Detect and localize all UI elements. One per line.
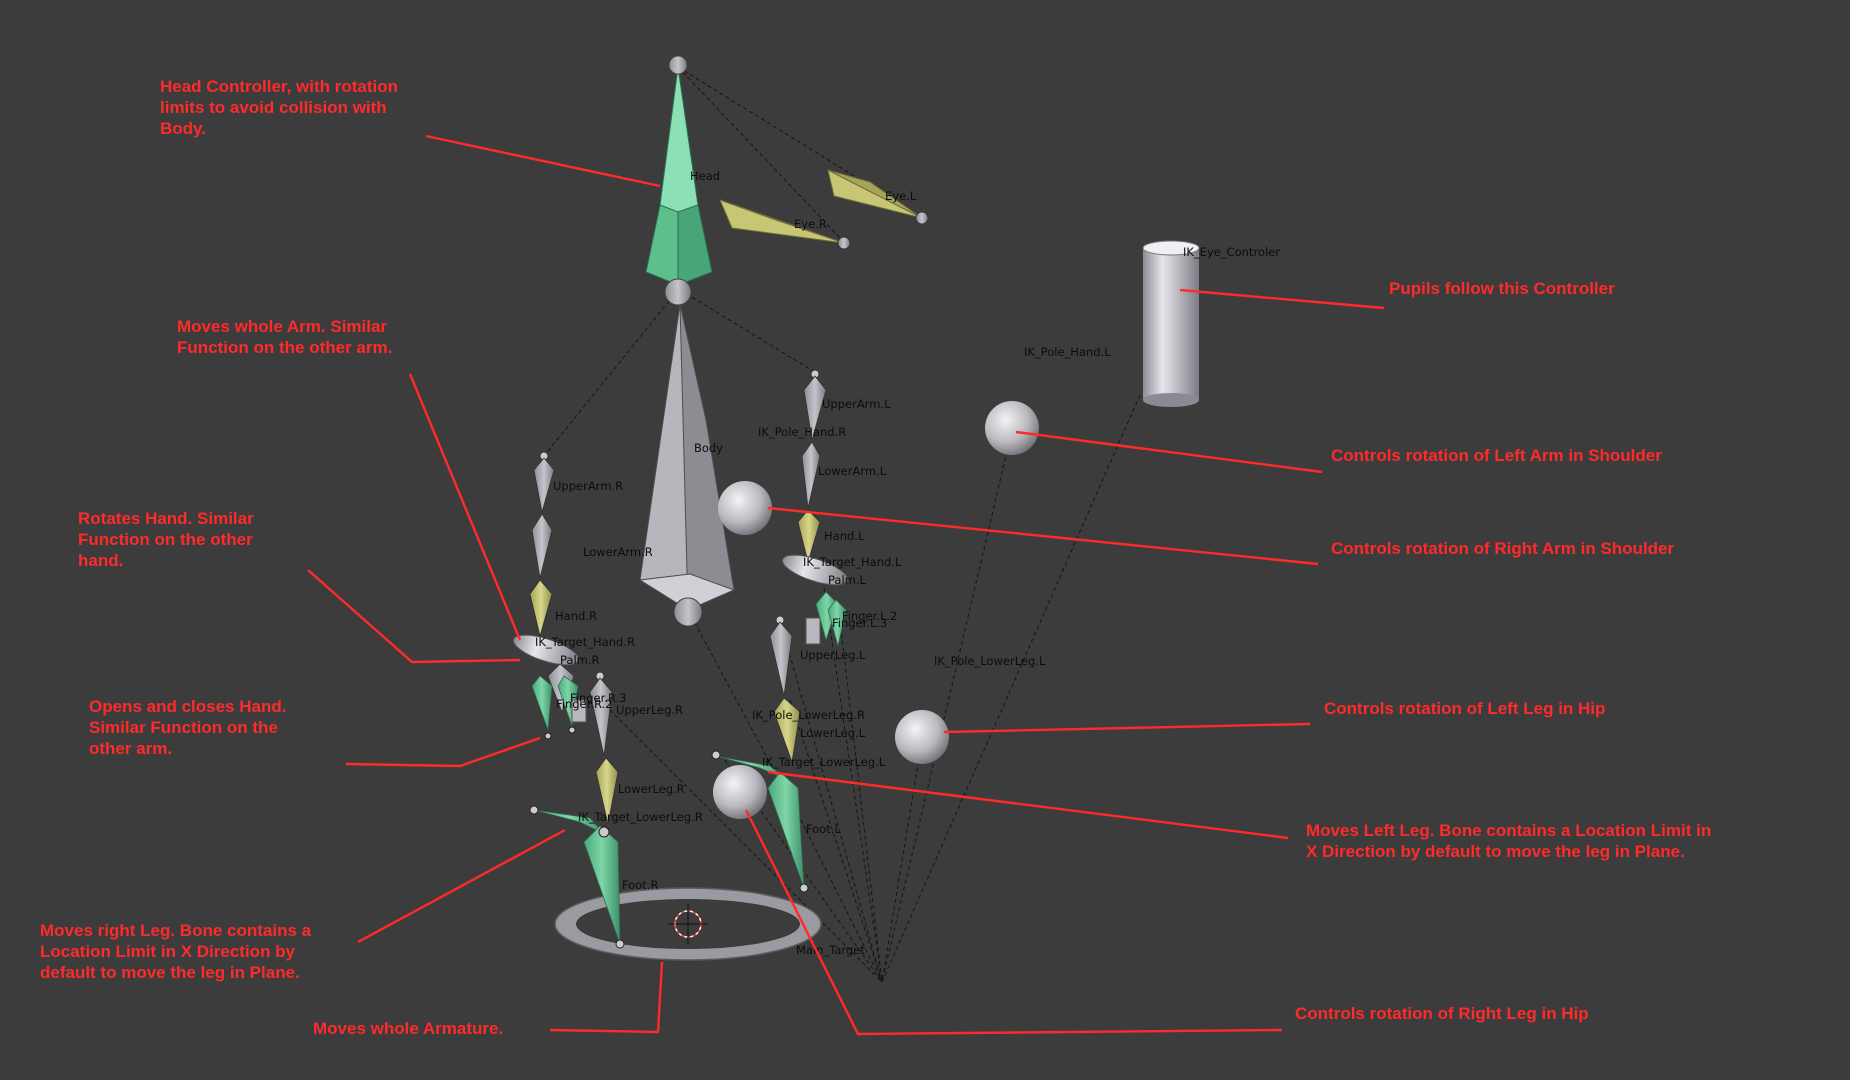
annotation-right-arm-shoulder: Controls rotation of Right Arm in Should… [1331, 539, 1675, 558]
label-eye-r: Eye.R [794, 217, 827, 231]
label-ik-target-hand-l: IK_Target_Hand.L [803, 555, 902, 569]
label-palm-r: Palm.R [560, 653, 600, 667]
label-ik-target-lowerleg-l: IK_Target_LowerLeg.L [762, 755, 886, 769]
annotation-right-leg: Moves right Leg. Bone contains a Locatio… [40, 921, 312, 982]
label-lowerarm-l: LowerArm.L [818, 464, 887, 478]
label-ik-pole-hand-r: IK_Pole_Hand.R [758, 425, 846, 439]
annotation-left-arm-shoulder: Controls rotation of Left Arm in Shoulde… [1331, 446, 1662, 465]
label-finger-l-3: Finger.L.3 [832, 616, 887, 630]
label-body: Body [694, 441, 723, 455]
label-upperleg-l: UpperLeg.L [800, 648, 866, 662]
label-head: Head [690, 169, 720, 183]
ik-pole-lowerleg-l-sphere[interactable] [895, 710, 949, 764]
label-finger-r-3: Finger.R.3 [570, 691, 627, 705]
ik-eye-controller-cylinder[interactable] [1142, 240, 1200, 407]
annotation-pupils: Pupils follow this Controller [1389, 279, 1615, 298]
body-bone[interactable] [638, 303, 736, 627]
eye-l-bone[interactable] [827, 169, 929, 225]
bone-labels: Head Eye.L Eye.R IK_Eye_Controler IK_Pol… [535, 169, 1280, 957]
label-lowerarm-r: LowerArm.R [583, 545, 653, 559]
left-leg-chain[interactable] [711, 615, 809, 893]
eye-r-bone[interactable] [719, 199, 851, 250]
3d-cursor-icon [668, 904, 708, 944]
annotation-opens-hand: Opens and closes Hand. Similar Function … [89, 697, 287, 758]
label-main-target: Main_Target [796, 943, 865, 957]
annotation-left-leg-hip: Controls rotation of Left Leg in Hip [1324, 699, 1606, 718]
label-hand-l: Hand.L [824, 529, 865, 543]
label-ik-target-lowerleg-r: IK_Target_LowerLeg.R [578, 810, 703, 824]
right-leg-chain[interactable] [529, 671, 625, 949]
ik-pole-hand-r-sphere[interactable] [718, 481, 772, 535]
label-ik-target-hand-r: IK_Target_Hand.R [535, 635, 635, 649]
left-arm-chain[interactable] [779, 369, 850, 647]
label-palm-l: Palm.L [828, 573, 867, 587]
annotation-left-leg: Moves Left Leg. Bone contains a Location… [1306, 821, 1712, 861]
ik-pole-hand-l-sphere[interactable] [985, 401, 1039, 455]
annotation-rotates-hand: Rotates Hand. Similar Function on the ot… [78, 509, 254, 570]
label-finger-r-2: Finger.R.2 [556, 697, 613, 711]
label-foot-r: Foot.R [622, 878, 658, 892]
label-lowerleg-r: LowerLeg.R [618, 782, 685, 796]
label-hand-r: Hand.R [555, 609, 597, 623]
label-upperarm-r: UpperArm.R [553, 479, 623, 493]
head-bone[interactable] [645, 55, 713, 306]
right-arm-chain[interactable] [510, 451, 587, 740]
annotation-whole-armature: Moves whole Armature. [313, 1019, 504, 1038]
annotation-whole-arm: Moves whole Arm. Similar Function on the… [177, 317, 393, 357]
label-ik-pole-lowerleg-r: IK_Pole_LowerLeg.R [752, 708, 865, 722]
annotation-head-controller: Head Controller, with rotation limits to… [160, 77, 399, 138]
label-foot-l: Foot.L [806, 822, 841, 836]
label-ik-pole-hand-l: IK_Pole_Hand.L [1024, 345, 1111, 359]
label-lowerleg-l: LowerLeg.L [800, 726, 866, 740]
label-finger-l-2: Finger.L.2 [842, 609, 897, 623]
ik-pole-lowerleg-r-sphere[interactable] [713, 765, 767, 819]
annotation-leaders [307, 134, 1385, 1036]
label-upperleg-r: UpperLeg.R [616, 703, 683, 717]
annotation-right-leg-hip: Controls rotation of Right Leg in Hip [1295, 1004, 1589, 1023]
label-upperarm-l: UpperArm.L [822, 397, 891, 411]
label-ik-pole-lowerleg-l: IK_Pole_LowerLeg.L [934, 654, 1046, 668]
label-eye-l: Eye.L [885, 189, 917, 203]
label-ik-eye-controler: IK_Eye_Controler [1183, 245, 1280, 259]
relationship-lines [543, 66, 1141, 983]
